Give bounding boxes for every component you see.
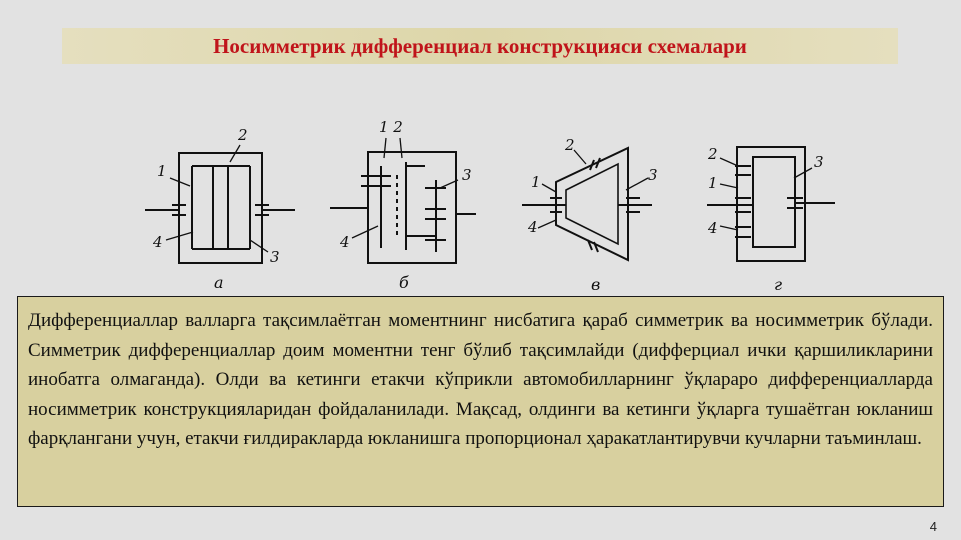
body-text-box: Дифференциаллар валларга тақсимлаётган м… <box>17 296 944 507</box>
scheme-a-label-2: 2 <box>237 126 248 144</box>
scheme-g-label-2: 2 <box>707 145 718 163</box>
scheme-v-label-4: 4 <box>527 218 538 236</box>
scheme-a <box>145 144 295 264</box>
scheme-b-label-3: 3 <box>462 166 472 184</box>
scheme-b-label-4: 4 <box>339 233 350 251</box>
scheme-v-label-3: 3 <box>648 166 658 184</box>
page-number: 4 <box>929 519 937 534</box>
differential-schemes: 1 2 3 4 а 1 2 3 4 б <box>145 118 835 294</box>
scheme-a-label-4: 4 <box>152 233 163 251</box>
scheme-g-label-1: 1 <box>708 174 718 192</box>
scheme-v <box>522 146 652 262</box>
scheme-v-caption: в <box>591 275 600 294</box>
title-band <box>62 28 898 64</box>
body-text: Дифференциаллар валларга тақсимлаётган м… <box>28 310 933 449</box>
scheme-g <box>707 146 835 262</box>
scheme-a-label-1: 1 <box>157 162 167 180</box>
scheme-g-label-4: 4 <box>707 219 718 237</box>
scheme-b-caption: б <box>399 273 409 292</box>
scheme-b <box>330 137 476 264</box>
scheme-v-label-1: 1 <box>531 173 541 191</box>
scheme-a-label-3: 3 <box>270 248 280 266</box>
scheme-b-label-12: 1 2 <box>379 118 403 136</box>
scheme-g-caption: г <box>774 275 782 294</box>
scheme-a-caption: а <box>214 273 224 292</box>
scheme-g-label-3: 3 <box>814 153 824 171</box>
slide-title: Носимметрик дифференциал конструкцияси с… <box>213 34 747 58</box>
scheme-v-label-2: 2 <box>564 136 575 154</box>
